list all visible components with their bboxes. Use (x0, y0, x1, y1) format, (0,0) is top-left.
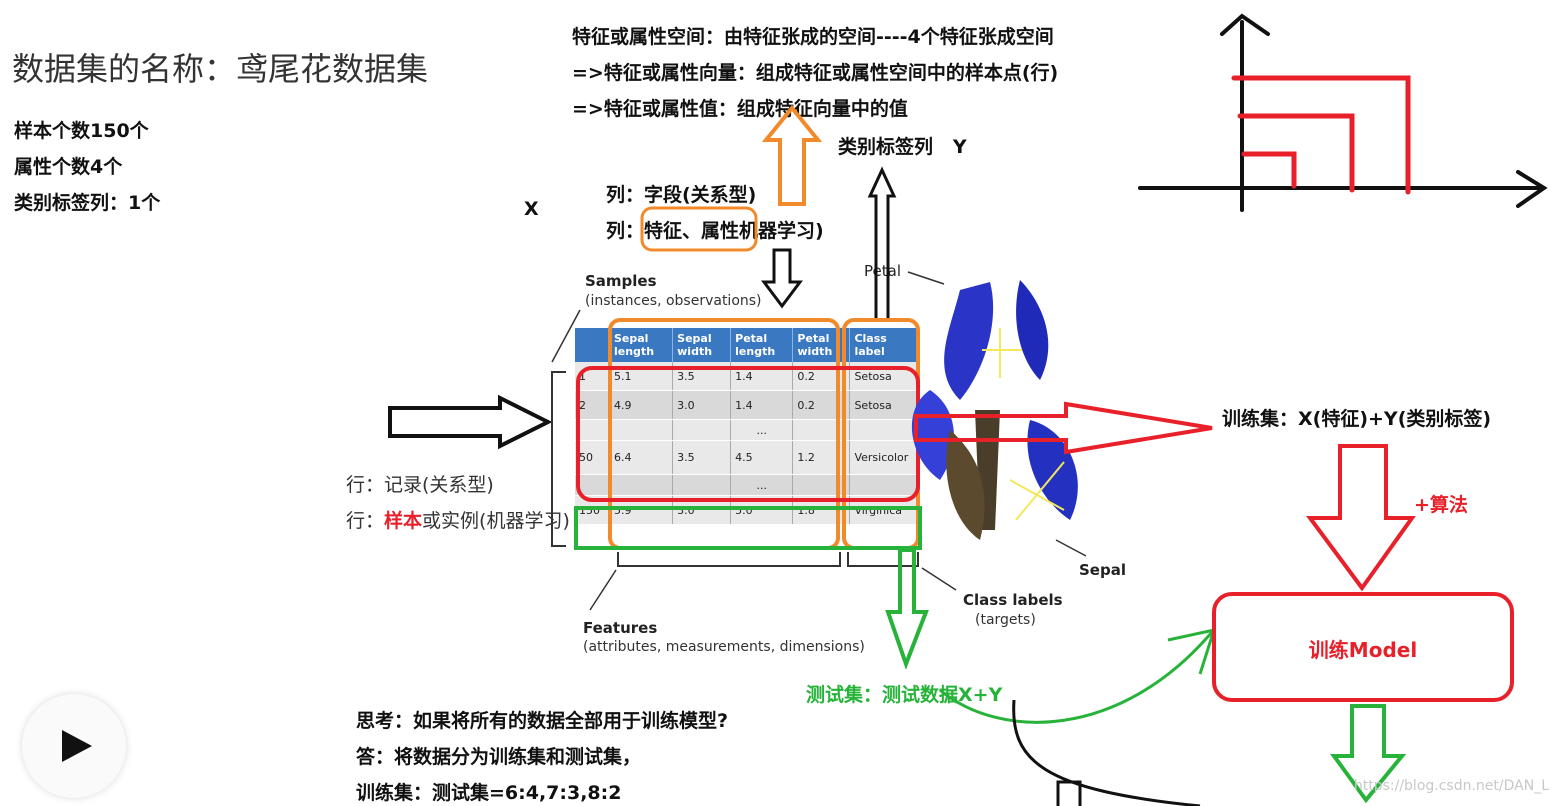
table-cell: ... (730, 419, 794, 441)
table-cell: 3.5 (672, 440, 732, 475)
train-set-label: 训练集：X(特征)+Y(类别标签) (1222, 408, 1492, 430)
black-right-arrow (388, 394, 553, 450)
table-cell (609, 419, 674, 441)
orange-up-arrow (761, 104, 823, 206)
black-down-arrow (761, 248, 803, 309)
table-cell: 6.4 (609, 440, 674, 475)
note-feature-space: 特征或属性空间：由特征张成的空间----4个特征张成空间 (572, 26, 1054, 48)
table-cell: 2 (575, 390, 610, 420)
features-bracket (617, 552, 841, 567)
table-cell (849, 419, 918, 441)
table-cell (672, 419, 732, 441)
petal-label: Petal (864, 262, 901, 280)
table-cell: 50 (575, 440, 610, 475)
label-column-box (842, 318, 920, 550)
stat-samples: 样本个数150个 (14, 120, 149, 142)
table-cell: 4.5 (730, 440, 794, 475)
table-cell: ... (730, 474, 794, 496)
column-note-highlight: 特征、属性 (644, 220, 740, 242)
table-header: Petal width (792, 328, 851, 362)
algorithm-label: +算法 (1414, 494, 1468, 516)
sepal-label: Sepal (1079, 561, 1126, 579)
play-icon (62, 730, 92, 762)
features-label: Features (583, 619, 658, 637)
think-question: 思考：如果将所有的数据全部用于训练模型? (356, 710, 729, 732)
column-note-1: 列：字段(关系型) (606, 184, 757, 206)
stat-labels: 类别标签列：1个 (14, 192, 161, 214)
black-curve (1012, 699, 1201, 806)
green-curve-arrow (939, 631, 1214, 724)
red-left-arrow (914, 401, 1213, 455)
table-header: Class label (849, 328, 918, 362)
row-note-1: 行：记录(关系型) (346, 474, 494, 496)
split-ratio: 训练集：测试集=6:4,7:3,8:2 (356, 782, 622, 804)
table-header: Petal length (730, 328, 794, 362)
iris-flower-image (911, 280, 1078, 540)
features-sub: (attributes, measurements, dimensions) (583, 639, 865, 655)
watermark: https://blog.csdn.net/DAN_L (1353, 778, 1549, 794)
train-model-label: 训练Model (1308, 638, 1418, 662)
column-note-2: 列：特征、属性机器学习) (606, 220, 824, 242)
table-header: Sepal length (609, 328, 674, 362)
class-bracket (847, 552, 919, 567)
train-model-box: 训练Model (1212, 592, 1514, 702)
note-feature-vector: =>特征或属性向量：组成特征或属性空间中的样本点(行) (572, 62, 1059, 84)
class-labels-sub: (targets) (975, 612, 1036, 628)
samples-label: Samples (585, 272, 657, 290)
note-feature-value: =>特征或属性值：组成特征向量中的值 (572, 98, 908, 120)
samples-bracket (551, 371, 566, 547)
answer-line: 答：将数据分为训练集和测试集， (356, 746, 642, 768)
test-row-box (574, 506, 922, 550)
row-note-2: 行：样本或实例(机器学习) (346, 510, 570, 532)
red-down-arrow (1306, 444, 1416, 592)
table-cell (575, 419, 610, 441)
samples-sub: (instances, observations) (585, 293, 762, 309)
play-button[interactable] (22, 694, 126, 798)
class-labels-label: Class labels (963, 591, 1063, 609)
features-column-box (608, 318, 840, 550)
green-down-arrow (885, 548, 929, 670)
table-cell: 3.0 (672, 390, 732, 420)
table-cell (849, 474, 918, 496)
table-cell: 1.4 (730, 390, 794, 420)
table-header-row: Sepal length Sepal width Petal length Pe… (575, 328, 918, 362)
table-header (575, 328, 610, 362)
axes-chart-icon (1138, 13, 1548, 212)
y-label: 类别标签列 Y (838, 136, 967, 158)
black-up-arrow (867, 166, 897, 322)
table-header: Sepal width (672, 328, 732, 362)
table-cell: Setosa (849, 390, 918, 420)
table-cell (672, 474, 732, 496)
feature-highlight-box (640, 206, 758, 252)
green-model-down-arrow (1330, 704, 1407, 804)
table-cell: Versicolor (849, 440, 918, 475)
stat-attributes: 属性个数4个 (14, 156, 123, 178)
train-rows-box (576, 366, 920, 502)
table-cell: 4.9 (609, 390, 674, 420)
page-title: 数据集的名称：鸢尾花数据集 (12, 50, 429, 88)
table-cell: 1.2 (792, 440, 851, 475)
table-cell: 0.2 (792, 390, 851, 420)
table-cell (609, 474, 674, 496)
test-set-label: 测试集：测试数据X+Y (806, 684, 1003, 706)
x-label: X (524, 198, 539, 220)
